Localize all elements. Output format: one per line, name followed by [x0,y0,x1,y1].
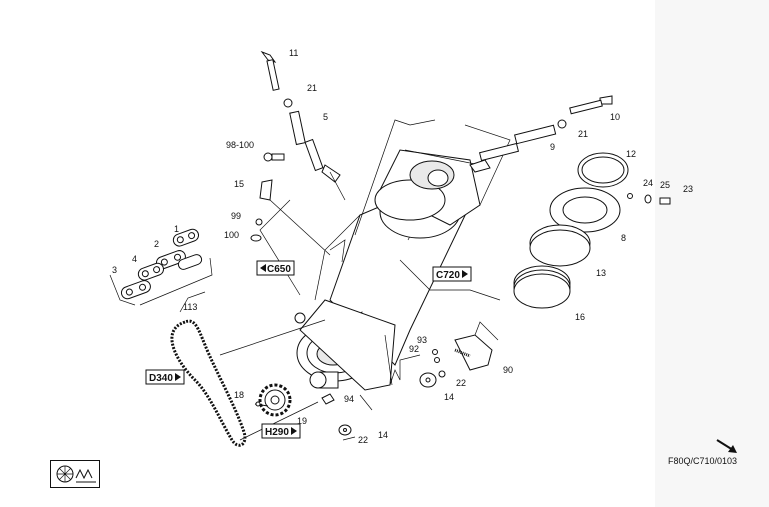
callout-11: 11 [289,48,298,58]
right-linkage [469,95,613,173]
callout-10: 10 [610,112,620,122]
machine-legend-icon [50,460,100,488]
callout-8: 8 [621,233,626,243]
callout-numbers: 11 21 5 98-100 15 99 100 1 2 4 3 113 18 … [112,48,693,445]
callout-4: 4 [132,254,137,264]
sprocket [258,383,292,417]
callout-24: 24 [643,178,653,188]
callout-3: 3 [112,265,117,275]
callout-19: 19 [297,416,307,426]
tensioner-parts [419,321,499,388]
callout-92: 92 [409,344,419,354]
drawing-code: F80Q/C710/0103 [668,456,738,466]
callout-14-bottom: 14 [378,430,388,440]
callout-100: 100 [224,230,239,240]
drive-chain [170,319,247,447]
svg-text:H290: H290 [265,427,289,438]
upper-linkage [260,50,346,201]
callout-16: 16 [575,312,585,322]
svg-text:C720: C720 [436,270,460,281]
ref-d340[interactable]: D340 [145,369,185,385]
ref-c650[interactable]: C650 [256,260,295,276]
callout-22-right: 22 [456,378,466,388]
callout-14-right: 14 [444,392,454,402]
callout-23: 23 [683,184,693,194]
callout-99: 99 [231,211,241,221]
callout-25: 25 [660,180,670,190]
fan-discs [513,152,629,309]
callout-94: 94 [344,394,354,404]
ref-h290[interactable]: H290 [261,423,301,439]
callout-113: 113 [183,302,197,312]
svg-text:C650: C650 [267,264,291,275]
chain-links [109,228,213,306]
callout-98-100: 98-100 [226,140,254,150]
callout-5: 5 [323,112,328,122]
callout-1: 1 [174,224,179,234]
callout-9: 9 [550,142,555,152]
callout-93: 93 [417,335,427,345]
callout-15: 15 [234,179,244,189]
ref-c720[interactable]: C720 [432,266,472,282]
pulley-housing [294,299,396,391]
callout-21-right: 21 [578,129,588,139]
callout-18: 18 [234,390,244,400]
callout-90: 90 [503,365,513,375]
fan-housing [374,149,481,226]
margin-band [655,0,769,507]
arrow-down-right-icon[interactable] [716,439,737,453]
callout-2: 2 [154,239,159,249]
callout-21-top: 21 [307,83,317,93]
callout-13: 13 [596,268,606,278]
svg-text:D340: D340 [149,373,173,384]
callout-12: 12 [626,149,636,159]
callout-22-bottom: 22 [358,435,368,445]
bracket-parts [250,152,285,242]
